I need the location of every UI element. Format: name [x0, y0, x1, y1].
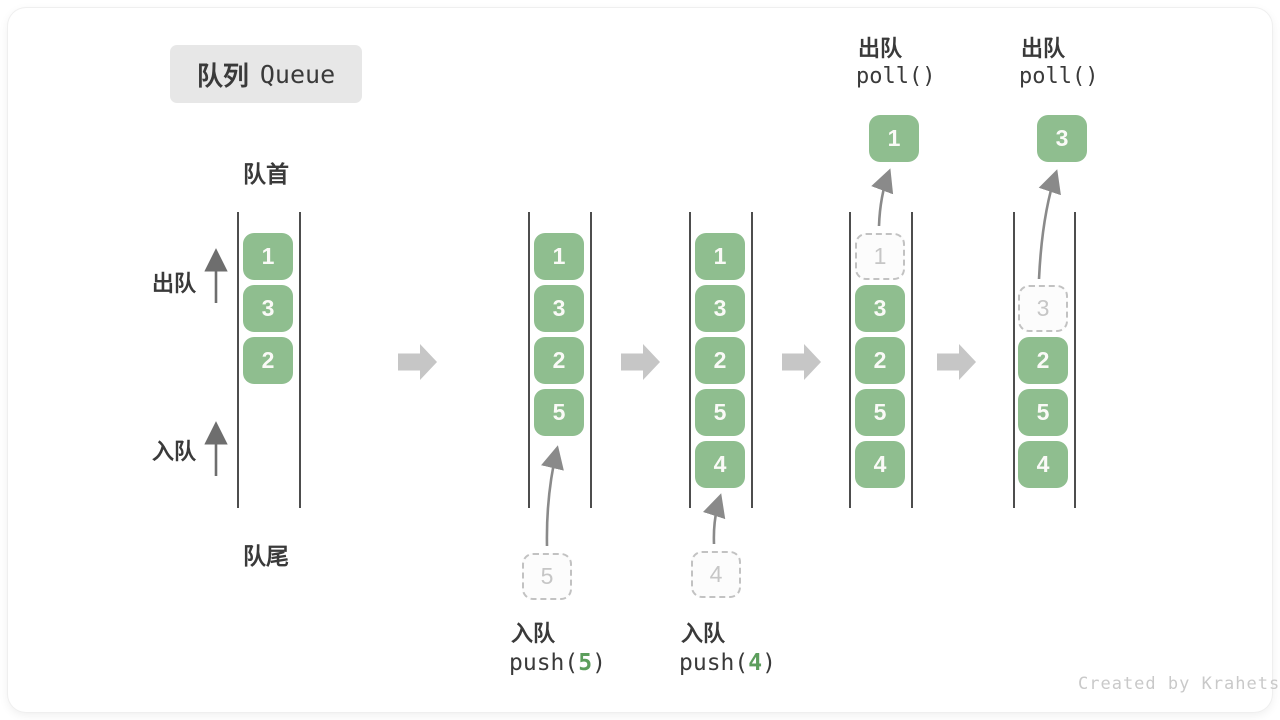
state3-right-wall [751, 212, 753, 508]
push4-arg: 4 [748, 650, 763, 676]
queue-element: 3 [695, 285, 745, 332]
incoming-element-4: 4 [691, 551, 741, 598]
queue-element: 4 [1018, 441, 1068, 488]
queue-element: 3 [534, 285, 584, 332]
state4-left-wall [849, 212, 851, 508]
poll2-zh-label: 出队 [1021, 36, 1066, 61]
push5-fn: push( [509, 650, 579, 676]
queue-element: 5 [1018, 389, 1068, 436]
push4-fn: push( [679, 650, 749, 676]
push4-close: ) [762, 650, 776, 676]
queue-element: 2 [695, 337, 745, 384]
removed-element-1: 1 [855, 233, 905, 280]
queue-element: 3 [243, 285, 293, 332]
push4-zh-label: 入队 [681, 621, 726, 646]
title-zh: 队列 [196, 60, 249, 91]
queue-element: 5 [855, 389, 905, 436]
polled-element-1: 1 [869, 115, 919, 162]
poll1-code-label: poll() [856, 64, 936, 89]
queue-front-label: 队首 [243, 161, 289, 187]
queue-element: 5 [695, 389, 745, 436]
poll1-zh-label: 出队 [858, 36, 903, 61]
poll2-code-label: poll() [1019, 64, 1099, 89]
title-en: Queue [259, 59, 336, 89]
watermark: Created by Krahets [1078, 674, 1280, 694]
state2-right-wall [590, 212, 592, 508]
state5-right-wall [1074, 212, 1076, 508]
queue-element: 2 [1018, 337, 1068, 384]
state4-right-wall [911, 212, 913, 508]
queue-element: 4 [855, 441, 905, 488]
incoming-element-5: 5 [522, 553, 572, 600]
queue-element: 1 [695, 233, 745, 280]
queue-element: 1 [534, 233, 584, 280]
polled-element-3: 3 [1037, 115, 1087, 162]
state1-right-wall [299, 212, 301, 508]
push4-code-label: push(4) [679, 650, 776, 676]
enqueue-side-label: 入队 [152, 439, 197, 464]
state5-left-wall [1013, 212, 1015, 508]
queue-element: 1 [243, 233, 293, 280]
queue-element: 5 [534, 389, 584, 436]
queue-element: 3 [855, 285, 905, 332]
queue-element: 2 [243, 337, 293, 384]
queue-rear-label: 队尾 [243, 543, 289, 569]
state1-left-wall [237, 212, 239, 508]
push5-close: ) [592, 650, 606, 676]
removed-element-3: 3 [1018, 285, 1068, 332]
queue-element: 2 [534, 337, 584, 384]
diagram-card [8, 8, 1272, 712]
push5-code-label: push(5) [509, 650, 606, 676]
state3-left-wall [689, 212, 691, 508]
queue-element: 2 [855, 337, 905, 384]
push5-arg: 5 [578, 650, 593, 676]
queue-element: 4 [695, 441, 745, 488]
dequeue-side-label: 出队 [152, 271, 197, 296]
state2-left-wall [528, 212, 530, 508]
title-badge: 队列 Queue [170, 45, 362, 103]
push5-zh-label: 入队 [511, 621, 556, 646]
